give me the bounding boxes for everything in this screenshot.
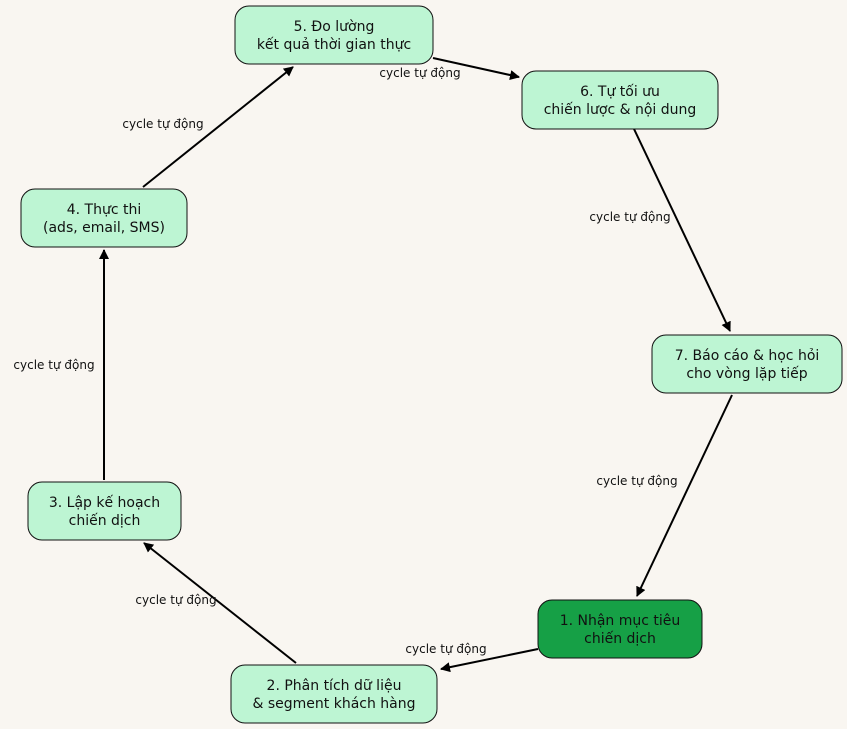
- node-label-n4-line-1: 4. Thực thi: [67, 202, 142, 218]
- edge-label-n5-n6: cycle tự động: [379, 66, 460, 80]
- edge-label-n2-n3: cycle tự động: [135, 593, 216, 607]
- node-label-n6-line-2: chiến lược & nội dung: [544, 101, 697, 118]
- edge-label-n7-n1: cycle tự động: [596, 474, 677, 488]
- edge-arrow-n5-n6: [432, 57, 520, 80]
- node-n4: 4. Thực thi (ads, email, SMS): [20, 188, 188, 248]
- edge-arrow-n6-n7: [633, 128, 731, 332]
- node-box-n3: [27, 481, 182, 541]
- node-box-n2: [230, 664, 438, 724]
- node-n2: 2. Phân tích dữ liệu & segment khách hàng: [230, 664, 438, 724]
- node-label-n4-line-2: (ads, email, SMS): [43, 220, 165, 236]
- node-label-n2-line-1: 2. Phân tích dữ liệu: [267, 678, 402, 694]
- node-label-n1-line-2: chiến dịch: [584, 630, 656, 647]
- edge-label-n6-n7: cycle tự động: [589, 210, 670, 224]
- edge-arrow-n7-n1: [636, 394, 733, 597]
- node-label-n3-line-1: 3. Lập kế hoạch: [49, 494, 160, 511]
- edge-arrow-n2-n3: [143, 542, 297, 664]
- node-label-n6-line-1: 6. Tự tối ưu: [580, 83, 660, 100]
- node-label-n1-line-1: 1. Nhận mục tiêu: [560, 613, 681, 629]
- node-label-n7-line-1: 7. Báo cáo & học hỏi: [675, 348, 820, 364]
- edge-label-n1-n2: cycle tự động: [405, 642, 486, 656]
- node-box-n5: [234, 5, 434, 65]
- node-label-n3-line-2: chiến dịch: [69, 512, 141, 529]
- node-label-n7-line-2: cho vòng lặp tiếp: [686, 365, 807, 382]
- node-box-n1: [537, 599, 703, 659]
- node-label-n2-line-2: & segment khách hàng: [252, 696, 415, 712]
- node-label-n5-line-2: kết quả thời gian thực: [257, 36, 411, 53]
- edge-label-n4-n5: cycle tự động: [122, 117, 203, 131]
- node-box-n6: [521, 70, 719, 130]
- edge-label-n3-n4: cycle tự động: [13, 358, 94, 372]
- edges-layer: cycle tự động cycle tự động cycle tự động c…: [13, 57, 733, 673]
- node-box-n7: [651, 334, 843, 394]
- node-label-n5-line-1: 5. Đo lường: [294, 19, 375, 35]
- node-box-n4: [20, 188, 188, 248]
- edge-arrow-n4-n5: [142, 66, 294, 188]
- edge-arrow-n1-n2: [440, 648, 539, 673]
